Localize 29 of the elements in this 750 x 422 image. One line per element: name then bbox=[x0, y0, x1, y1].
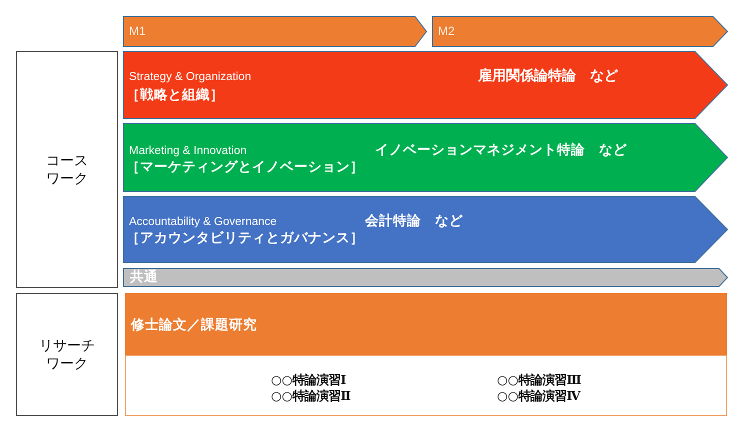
course-area-band bbox=[123, 196, 728, 263]
course-area-band bbox=[123, 123, 728, 192]
area-title: Marketing & Innovation bbox=[129, 144, 247, 158]
category-box bbox=[16, 293, 118, 416]
common-band bbox=[123, 268, 728, 287]
band-label: 共通 bbox=[130, 269, 158, 286]
category-label: コースワーク bbox=[45, 152, 89, 188]
course-list: イノベーションマネジメント特論 など bbox=[375, 142, 627, 158]
thesis-header bbox=[125, 293, 727, 355]
period-band bbox=[432, 16, 728, 47]
course-area-band bbox=[123, 51, 728, 119]
area-title: Strategy & Organization bbox=[129, 70, 252, 84]
period-label: M1 bbox=[129, 24, 146, 39]
seminar-name: ○○特論演習Ⅰ bbox=[271, 372, 346, 386]
area-subtitle: ［アカウンタビリティとガバナンス］ bbox=[126, 230, 364, 246]
category-label: リサーチワーク bbox=[38, 336, 96, 372]
course-list: 雇用関係論特論 など bbox=[478, 67, 618, 85]
thesis-title: 修士論文／課題研究 bbox=[131, 316, 257, 334]
area-subtitle: ［マーケティングとイノベーション］ bbox=[126, 158, 364, 176]
course-list: 会計特論 など bbox=[365, 212, 463, 230]
seminar-box bbox=[125, 355, 727, 416]
seminar-name: ○○特論演習Ⅱ bbox=[271, 388, 351, 402]
category-box bbox=[16, 51, 118, 288]
seminar-name: ○○特論演習Ⅳ bbox=[497, 388, 580, 402]
period-label: M2 bbox=[438, 24, 455, 39]
period-band bbox=[123, 16, 427, 47]
seminar-name: ○○特論演習Ⅲ bbox=[497, 372, 582, 386]
area-subtitle: ［戦略と組織］ bbox=[126, 86, 224, 104]
area-title: Accountability & Governance bbox=[129, 215, 277, 229]
